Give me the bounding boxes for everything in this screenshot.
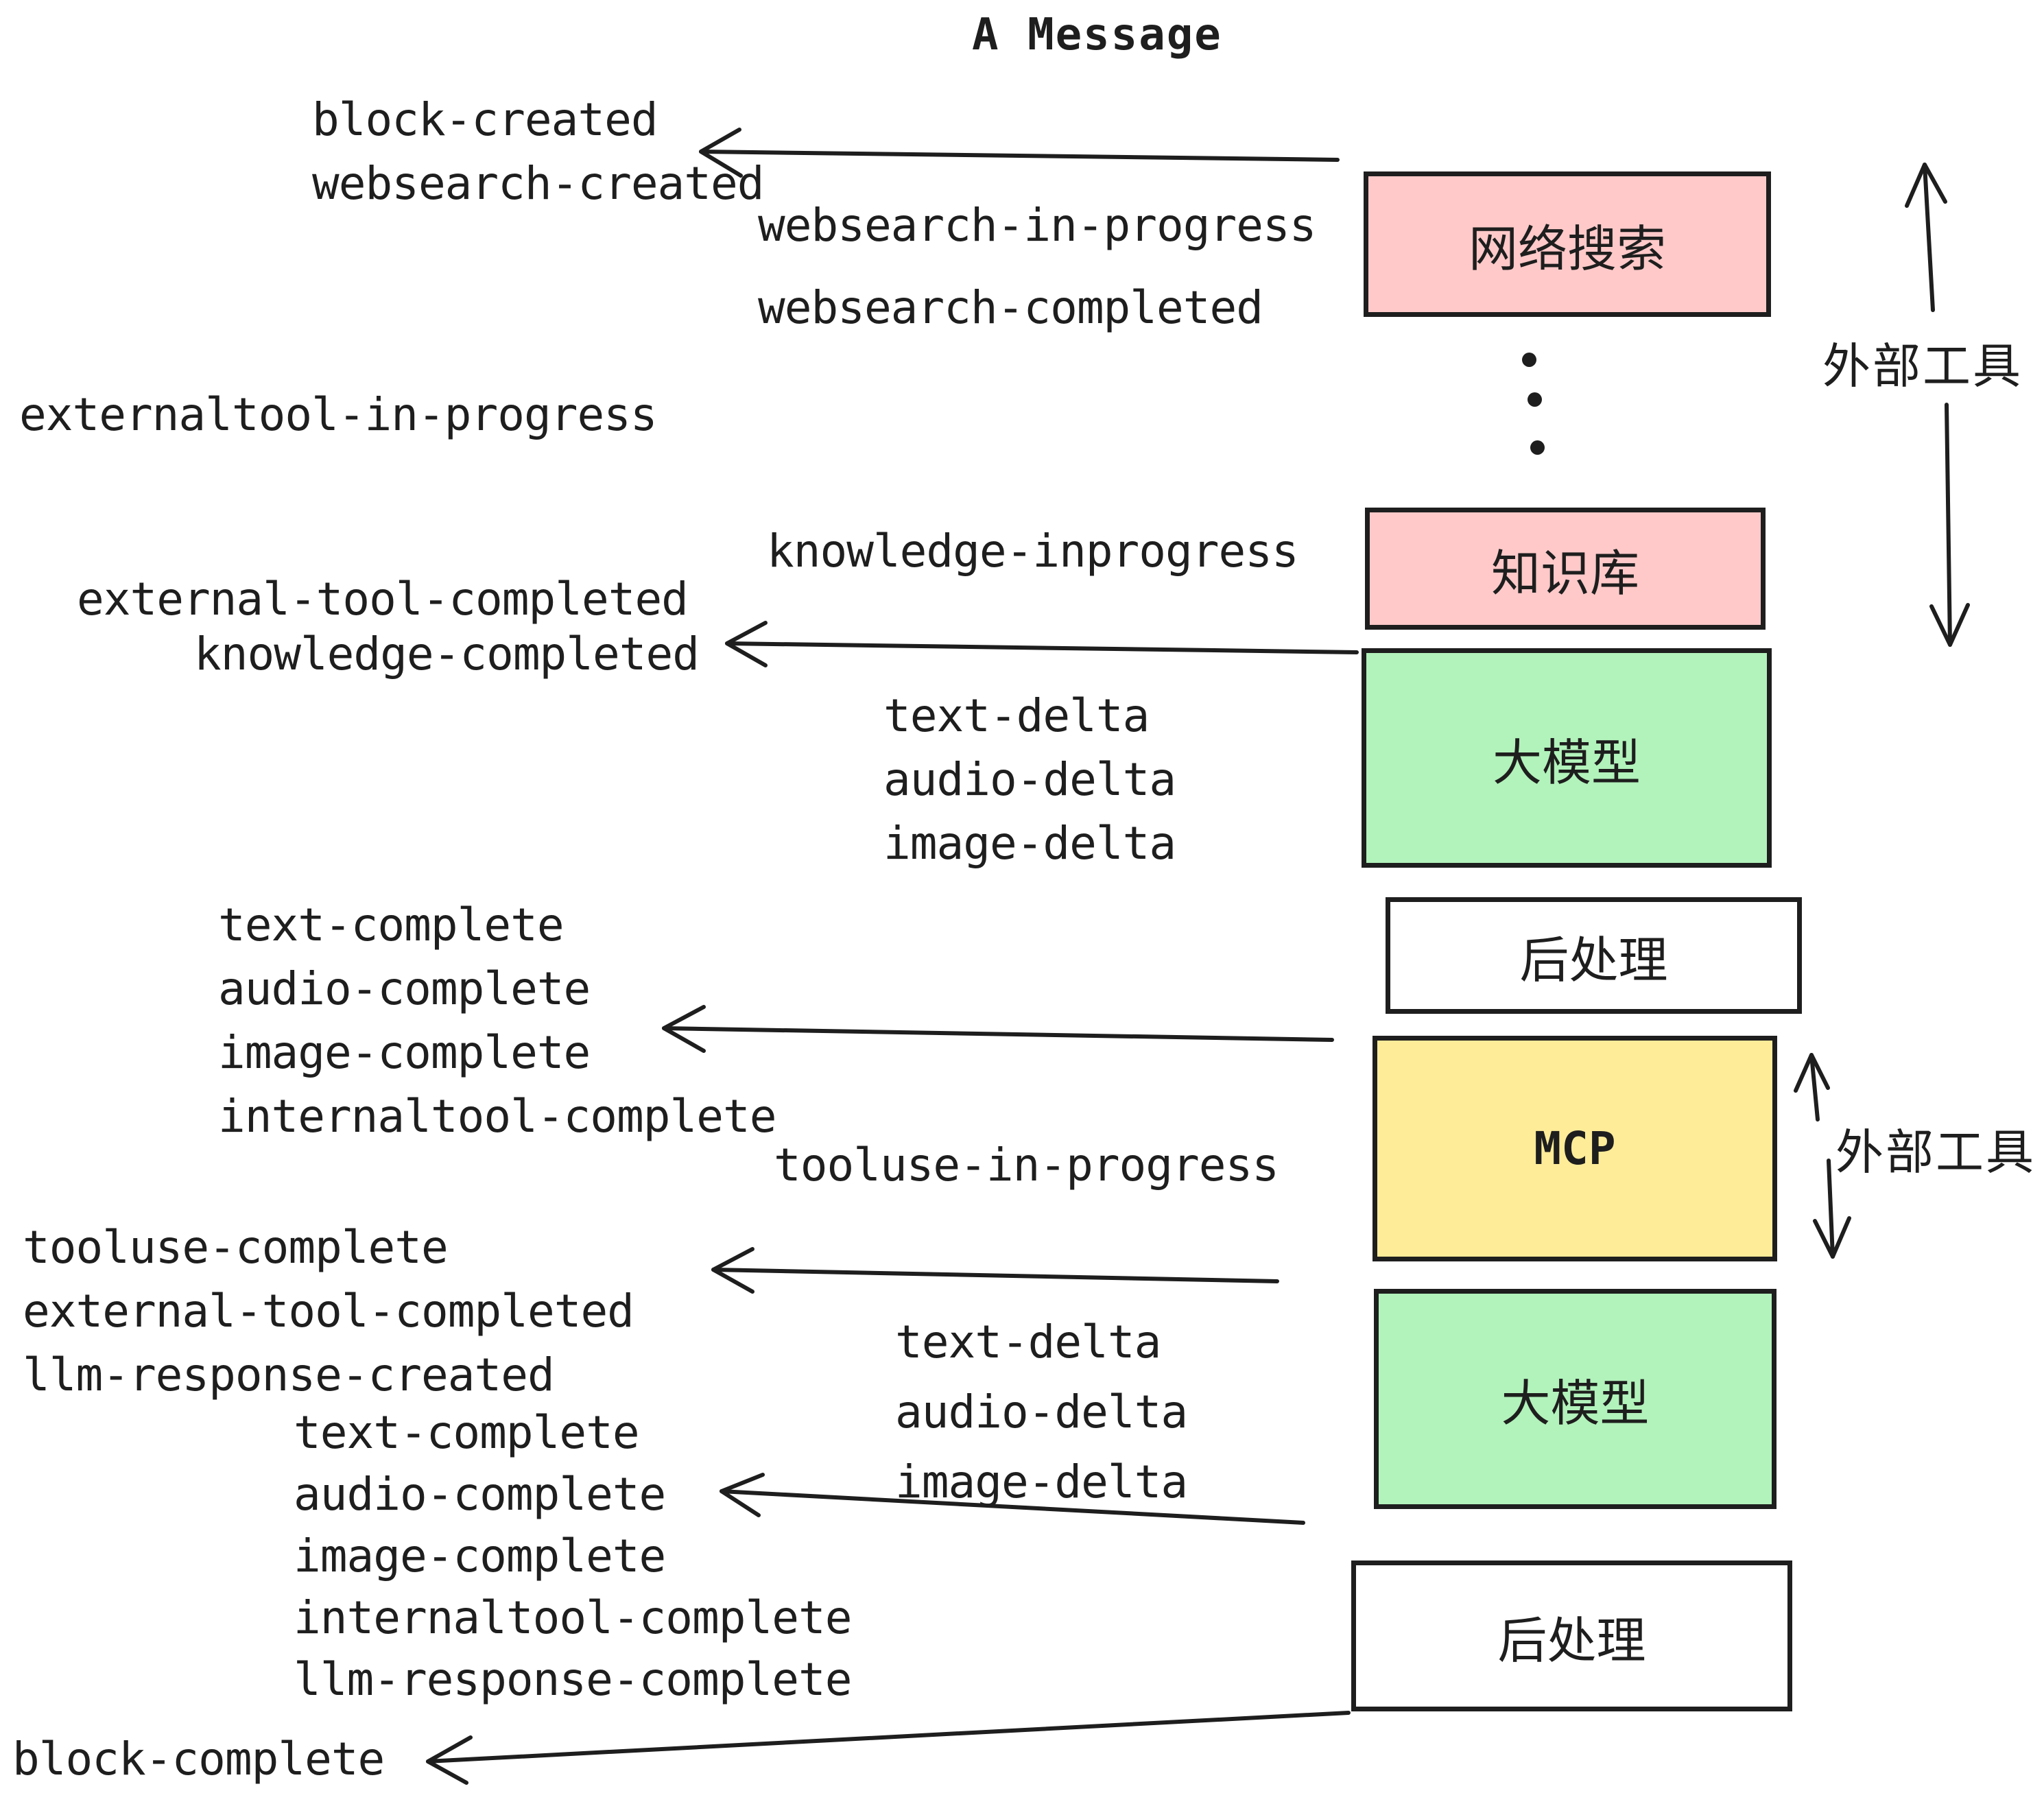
node-postprocess-2-label: 后处理 [1497, 1611, 1646, 1670]
arrow-external-tools-top-down [1929, 403, 1970, 647]
node-llm-2: 大模型 [1374, 1289, 1776, 1509]
event-label-external-tool-completed: external-tool-completed [77, 573, 689, 626]
event-label-tooluse-complete-group: tooluse-complete external-tool-completed… [23, 1221, 634, 1401]
node-llm-1-label: 大模型 [1492, 733, 1641, 792]
node-knowledge: 知识库 [1365, 508, 1766, 630]
node-llm-1: 大模型 [1362, 648, 1772, 868]
event-label-externaltool-in-progress: externaltool-in-progress [19, 388, 658, 441]
node-mcp-label: MCP [1534, 1122, 1616, 1175]
side-label-external-tools-top: 外部工具 [1822, 338, 2023, 394]
node-postprocess-1-label: 后处理 [1519, 931, 1668, 989]
event-label-websearch-in-progress: websearch-in-progress [758, 199, 1316, 252]
event-label-knowledge-completed: knowledge-completed [194, 628, 700, 680]
ellipsis-dot-2 [1528, 392, 1542, 407]
node-mcp: MCP [1372, 1036, 1777, 1261]
node-postprocess-2: 后处理 [1351, 1560, 1792, 1711]
event-label-complete-group-2: text-complete audio-complete image-compl… [294, 1406, 852, 1706]
arrow-websearch-to-created [699, 128, 1340, 178]
diagram-title: A Message [972, 10, 1222, 60]
arrow-external-tools-top-up [1905, 163, 1947, 312]
side-label-external-tools-mid: 外部工具 [1835, 1124, 2036, 1180]
event-label-block-complete: block-complete [12, 1733, 385, 1785]
arrow-post2-to-block-complete [426, 1711, 1351, 1785]
node-websearch: 网络搜索 [1364, 171, 1771, 317]
arrow-mcp-to-tooluse-complete [711, 1247, 1279, 1294]
node-llm-2-label: 大模型 [1501, 1375, 1650, 1432]
event-label-complete-group-1: text-complete audio-complete image-compl… [218, 899, 776, 1143]
node-websearch-label: 网络搜索 [1468, 219, 1666, 278]
event-label-block-websearch-created: block-created websearch-created [312, 93, 765, 210]
ellipsis-dot-3 [1530, 440, 1545, 455]
ellipsis-dot-1 [1522, 353, 1536, 367]
event-label-delta-group-2: text-delta audio-delta image-delta [895, 1316, 1188, 1508]
event-label-tooluse-in-progress: tooluse-in-progress [774, 1139, 1279, 1191]
event-label-websearch-completed: websearch-completed [758, 281, 1263, 334]
event-label-delta-group-1: text-delta audio-delta image-delta [883, 689, 1176, 870]
arrow-external-tools-mid-up [1794, 1053, 1830, 1121]
arrow-llm1-to-knowledge-completed [725, 621, 1359, 667]
event-label-knowledge-inprogress: knowledge-inprogress [767, 525, 1299, 578]
node-knowledge-label: 知识库 [1490, 544, 1639, 602]
node-postprocess-1: 后处理 [1386, 897, 1802, 1014]
